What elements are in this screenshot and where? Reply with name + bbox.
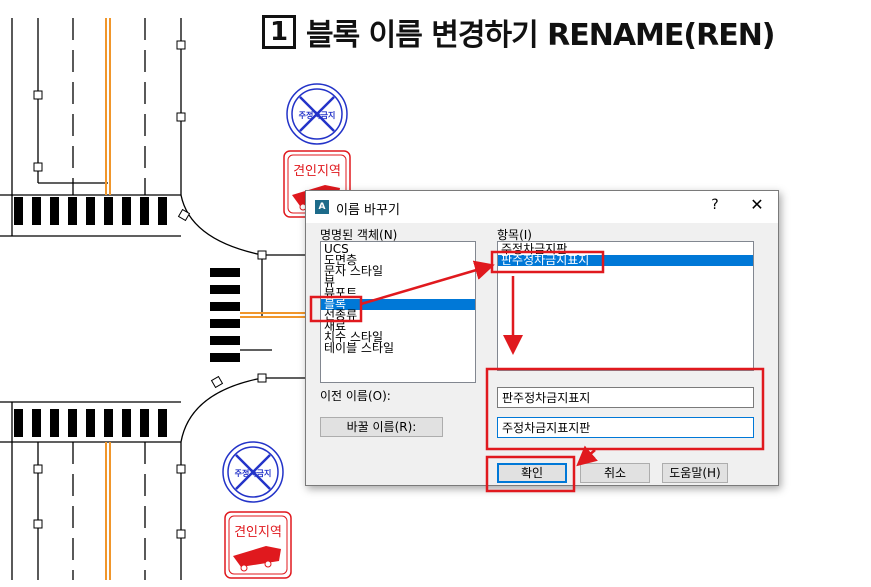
named-objects-label: 명명된 객체(N)	[320, 228, 398, 242]
items-label: 항목(I)	[497, 228, 532, 242]
autocad-app-icon: A	[315, 200, 329, 214]
list-item[interactable]: 뷰	[324, 275, 336, 289]
help-button[interactable]: 도움말(H)	[662, 463, 728, 483]
no-parking-sign-text: 주정차금지	[299, 110, 336, 120]
crosswalk-side	[210, 268, 240, 362]
old-name-field[interactable]: 판주정차금지표지	[497, 387, 754, 408]
crosswalk-upper	[14, 197, 167, 225]
ok-button[interactable]: 확인	[497, 463, 567, 483]
list-item[interactable]: 판주정차금지표지	[498, 254, 753, 266]
no-parking-sign-text: 주정차금지	[235, 468, 272, 478]
no-parking-sign-lower: 주정차금지	[222, 441, 284, 503]
list-item[interactable]: 도면층	[324, 253, 358, 267]
road-lines	[0, 18, 310, 580]
dialog-title: 이름 바꾸기	[336, 203, 400, 218]
list-item[interactable]: UCS	[324, 242, 349, 256]
tow-zone-sign-lower: 견인지역	[224, 511, 292, 579]
list-item[interactable]: 테이블 스타일	[324, 341, 395, 355]
tow-zone-sign-text: 견인지역	[234, 525, 282, 540]
center-lane-lines	[105, 18, 310, 580]
cancel-button[interactable]: 취소	[580, 463, 650, 483]
crosswalk-lower	[14, 409, 167, 437]
grip-points	[33, 40, 267, 539]
list-item[interactable]: 재료	[324, 319, 347, 333]
close-icon[interactable]: ✕	[750, 195, 764, 214]
title-text: 블록 이름 변경하기 RENAME(REN)	[306, 18, 776, 53]
list-item[interactable]: 문자 스타일	[324, 264, 384, 278]
dialog-titlebar[interactable]: A 이름 바꾸기 ? ✕	[306, 191, 778, 223]
rename-to-button[interactable]: 바꿀 이름(R):	[320, 417, 443, 437]
help-icon[interactable]: ?	[711, 197, 719, 213]
old-name-label: 이전 이름(O):	[320, 389, 391, 403]
new-name-field[interactable]: 주정차금지표지판	[497, 417, 754, 438]
no-parking-sign-upper: 주정차금지	[286, 83, 348, 145]
tow-zone-sign-text: 견인지역	[293, 164, 341, 179]
list-item[interactable]: 치수 스타일	[324, 330, 384, 344]
title-number-box: 1	[262, 15, 296, 49]
page-title: 1 블록 이름 변경하기 RENAME(REN)	[262, 8, 776, 56]
